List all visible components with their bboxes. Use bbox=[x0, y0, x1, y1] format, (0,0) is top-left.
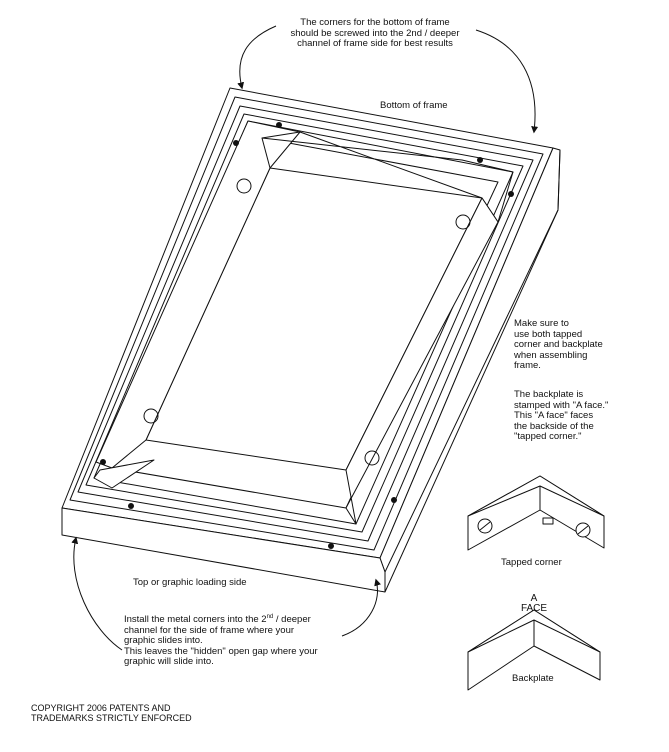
copyright-line: COPYRIGHT 2006 PATENTS AND bbox=[31, 703, 171, 713]
backplate-label: Backplate bbox=[512, 673, 554, 684]
a-face-line: FACE bbox=[520, 603, 548, 614]
screw-dot bbox=[276, 122, 282, 128]
backplate-top bbox=[467, 609, 601, 653]
frame-channel-2 bbox=[77, 105, 534, 542]
right-note-line: Make sure to bbox=[514, 318, 569, 329]
arrow-bottom-left bbox=[71, 536, 123, 651]
right-note-line: corner and backplate bbox=[514, 339, 603, 350]
backplate-note-line: The backplate is bbox=[514, 389, 584, 400]
corner-bracket-bottom-right bbox=[345, 197, 499, 525]
top-note-line: should be screwed into the 2nd / deeper bbox=[290, 27, 460, 39]
arrow-bottom-right bbox=[341, 578, 381, 637]
screw-dot bbox=[233, 140, 239, 146]
frame-side-face-right bbox=[379, 147, 561, 573]
copyright: COPYRIGHT 2006 PATENTS AND TRADEMARKS ST… bbox=[31, 703, 192, 723]
frame-channel-3 bbox=[85, 113, 524, 533]
top-note: The corners for the bottom of frame shou… bbox=[260, 17, 490, 50]
tapped-corner-top bbox=[467, 475, 605, 517]
install-note-line: channel for the side of frame where your bbox=[124, 624, 295, 636]
right-note: Make sure to use both tapped corner and … bbox=[514, 318, 603, 372]
install-note-line: This leaves the "hidden" open gap where … bbox=[124, 645, 318, 657]
bottom-of-frame-label: Bottom of frame bbox=[380, 100, 448, 111]
a-face-line: A bbox=[530, 593, 538, 604]
right-note-line: frame. bbox=[514, 360, 541, 371]
screw-hole bbox=[143, 408, 159, 424]
right-note-line: when assembling bbox=[514, 349, 588, 361]
frame-channel-1 bbox=[69, 96, 544, 551]
install-note-line: graphic slides into. bbox=[124, 635, 203, 646]
backplate-note-line: stamped with "A face." bbox=[514, 399, 609, 411]
corner-bracket-bottom-left bbox=[93, 459, 155, 489]
screw-dot bbox=[328, 543, 334, 549]
top-note-line: The corners for the bottom of frame bbox=[300, 17, 450, 28]
screw-hole bbox=[455, 214, 471, 230]
copyright-line: TRADEMARKS STRICTLY ENFORCED bbox=[31, 713, 192, 723]
top-note-line: channel of frame side for best results bbox=[297, 38, 453, 49]
tapped-corner-label: Tapped corner bbox=[501, 557, 562, 568]
install-note-text: / deeper bbox=[273, 614, 311, 625]
screw-dot bbox=[128, 503, 134, 509]
right-note-line: use both tapped bbox=[514, 328, 583, 340]
screw-dot bbox=[391, 497, 397, 503]
install-note: Install the metal corners into the 2nd /… bbox=[124, 614, 318, 668]
arrow-top-left bbox=[237, 25, 277, 90]
arrow-top-right bbox=[475, 29, 539, 134]
install-note-line: Install the metal corners into the 2nd /… bbox=[124, 614, 318, 626]
backplate-note: The backplate is stamped with "A face." … bbox=[514, 389, 609, 443]
screw-hole bbox=[364, 450, 380, 466]
a-face-label: A FACE bbox=[514, 594, 554, 614]
screw-hole bbox=[236, 178, 252, 194]
top-loading-side-label: Top or graphic loading side bbox=[133, 577, 247, 588]
install-note-superscript: nd bbox=[266, 614, 274, 620]
backplate-note-line: the backside of the bbox=[514, 420, 594, 432]
backplate-note-line: "tapped corner." bbox=[514, 431, 582, 442]
tapped-corner-notch bbox=[542, 517, 554, 525]
backplate-note-line: This "A face" faces bbox=[514, 410, 594, 421]
screw-dot bbox=[508, 191, 514, 197]
install-note-line: graphic will slide into. bbox=[124, 656, 214, 667]
screw-dot bbox=[477, 157, 483, 163]
screw-dot bbox=[100, 459, 106, 465]
install-note-text: Install the metal corners into the 2 bbox=[124, 614, 267, 625]
